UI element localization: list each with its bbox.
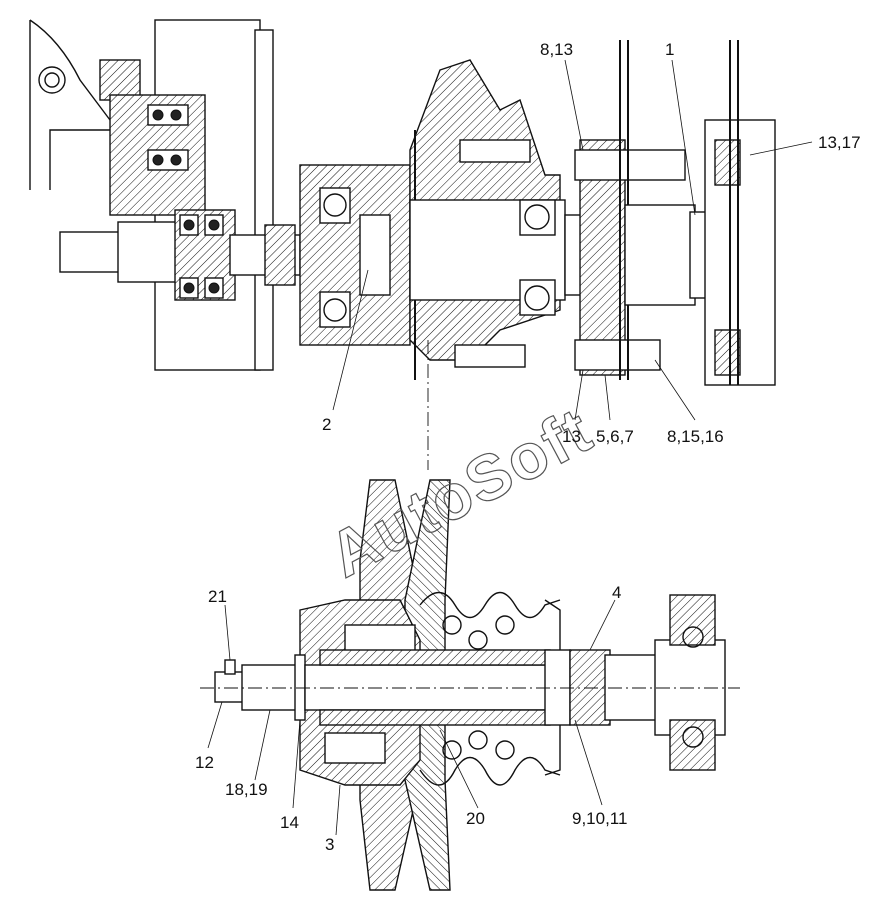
hub-bearing-bottom — [319, 291, 351, 328]
right-bolt-lower — [714, 329, 741, 376]
output-shaft — [604, 654, 661, 721]
bellows-bottom — [419, 756, 561, 786]
watermark: AutoSoft — [317, 393, 603, 591]
callouts-top: 8,13 1 13,17 2 13 5,6,7 8,15,16 — [322, 40, 861, 446]
callout-13: 13 — [562, 427, 581, 446]
bolt-top — [459, 139, 531, 163]
shaft-end-nut — [59, 231, 121, 273]
hub-bolt-bottom — [324, 732, 386, 764]
top-assembly — [29, 19, 776, 470]
output-shaft-head — [654, 639, 726, 736]
callout-9-10-11: 9,10,11 — [572, 809, 627, 828]
shaft-collar — [117, 221, 179, 283]
callout-3: 3 — [325, 835, 334, 854]
right-bolt-upper — [714, 139, 741, 186]
callout-4: 4 — [612, 583, 621, 602]
grease-fitting-nut — [214, 671, 246, 703]
hub-housing — [299, 164, 411, 346]
coupling — [264, 224, 296, 286]
callout-8-13: 8,13 — [540, 40, 573, 59]
callout-13-17: 13,17 — [818, 133, 861, 152]
shaft-collar-right — [544, 649, 571, 726]
callout-21: 21 — [208, 587, 227, 606]
driven-shaft-hub — [624, 204, 696, 306]
bolt-bottom — [454, 344, 526, 368]
shaft-end-collar — [241, 664, 298, 711]
callout-5-6-7: 5,6,7 — [596, 427, 634, 446]
callout-20: 20 — [466, 809, 485, 828]
pivot-inner — [44, 72, 60, 88]
shaft-body — [304, 664, 556, 711]
callout-2: 2 — [322, 415, 331, 434]
shaft-sleeve-bottom — [319, 709, 551, 726]
bottom-assembly — [200, 479, 740, 891]
bellows-top — [419, 591, 561, 619]
gearbox-plate — [254, 29, 274, 371]
pivot-circle — [38, 66, 66, 94]
grease-fitting — [224, 659, 236, 675]
housing-block — [99, 59, 141, 101]
callout-12: 12 — [195, 753, 214, 772]
bolt-upper — [574, 149, 686, 181]
housing-outline — [29, 19, 111, 190]
callout-14: 14 — [280, 813, 299, 832]
shaft-sleeve-top — [319, 649, 551, 666]
washer — [294, 654, 306, 721]
callout-8-15-16: 8,15,16 — [667, 427, 724, 446]
bushing — [569, 649, 611, 726]
bolt-lower — [574, 339, 661, 371]
callouts-bottom: 21 4 12 18,19 14 3 20 9,10,11 — [195, 583, 627, 854]
callout-1: 1 — [665, 40, 674, 59]
bearing-housing-top — [669, 594, 716, 646]
bearing-housing-bottom — [669, 719, 716, 771]
callout-18-19: 18,19 — [225, 780, 268, 799]
